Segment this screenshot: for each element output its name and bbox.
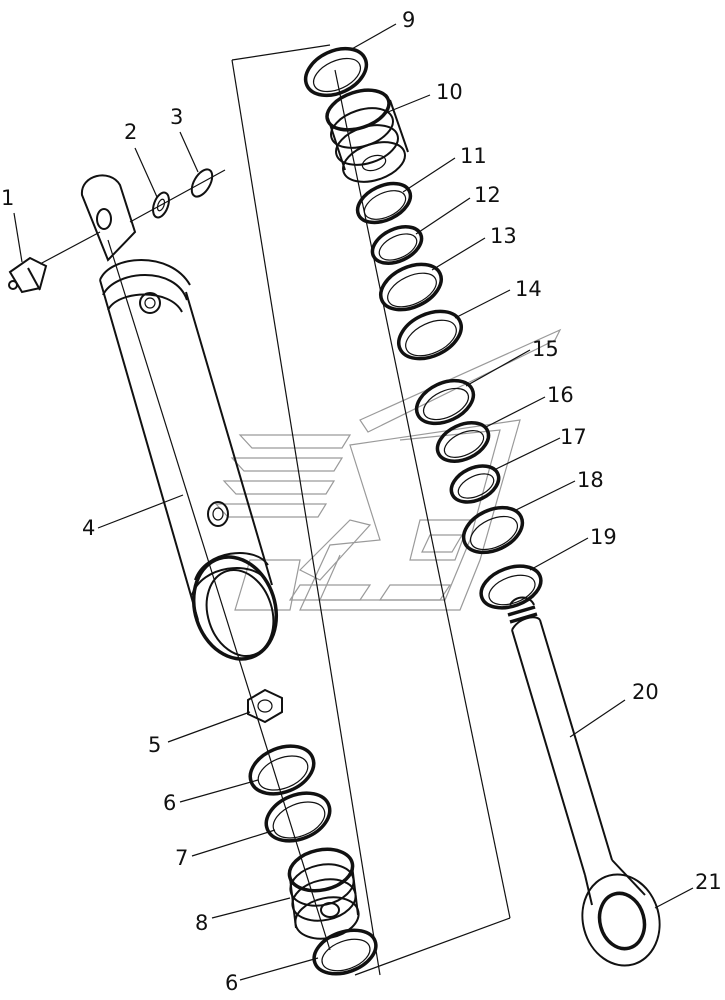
callout-9: 9 bbox=[402, 8, 415, 32]
part-21-rod-eye bbox=[581, 859, 661, 967]
callout-8: 8 bbox=[195, 911, 208, 935]
part-9-ring bbox=[303, 46, 369, 98]
callout-15: 15 bbox=[532, 337, 559, 361]
part-20-piston-rod bbox=[507, 596, 613, 876]
callout-18: 18 bbox=[577, 468, 604, 492]
callout-14: 14 bbox=[515, 277, 542, 301]
callout-4: 4 bbox=[82, 516, 95, 540]
part-17-ring bbox=[449, 464, 501, 504]
part-18-ring bbox=[461, 505, 525, 555]
callout-7: 7 bbox=[175, 846, 188, 870]
watermark-logo bbox=[214, 328, 562, 611]
part-6-seal-lower bbox=[312, 928, 378, 976]
part-10-gland bbox=[325, 88, 409, 183]
callout-6b: 6 bbox=[225, 971, 238, 995]
callout-2: 2 bbox=[124, 120, 137, 144]
callout-11: 11 bbox=[460, 144, 487, 168]
callout-1: 1 bbox=[1, 186, 14, 210]
part-4-cylinder-barrel bbox=[80, 174, 331, 951]
part-15-ring bbox=[414, 378, 476, 426]
callout-6a: 6 bbox=[163, 791, 176, 815]
part-16-ring bbox=[435, 421, 491, 463]
part-8-piston bbox=[287, 847, 360, 940]
callout-17: 17 bbox=[560, 425, 587, 449]
part-11-ring bbox=[355, 181, 413, 225]
part-12-ring bbox=[370, 225, 424, 265]
part-2-washer bbox=[152, 191, 170, 219]
callout-5: 5 bbox=[148, 733, 161, 757]
callout-20: 20 bbox=[632, 680, 659, 704]
callout-labels: 1 2 3 4 5 6 7 8 6 9 10 11 12 13 14 15 16… bbox=[1, 8, 722, 995]
part-3-snap-ring bbox=[129, 168, 226, 223]
callout-21: 21 bbox=[695, 870, 722, 894]
callout-10: 10 bbox=[436, 80, 463, 104]
part-1-grease-fitting bbox=[8, 231, 101, 294]
part-19-ring bbox=[479, 564, 543, 610]
callout-13: 13 bbox=[490, 224, 517, 248]
callout-16: 16 bbox=[547, 383, 574, 407]
callout-19: 19 bbox=[590, 525, 617, 549]
leader-lines bbox=[13, 23, 694, 981]
part-5-nut bbox=[247, 688, 283, 724]
callout-12: 12 bbox=[474, 183, 501, 207]
part-14-ring bbox=[397, 309, 463, 361]
callout-3: 3 bbox=[170, 105, 183, 129]
part-13-ring bbox=[379, 262, 443, 312]
